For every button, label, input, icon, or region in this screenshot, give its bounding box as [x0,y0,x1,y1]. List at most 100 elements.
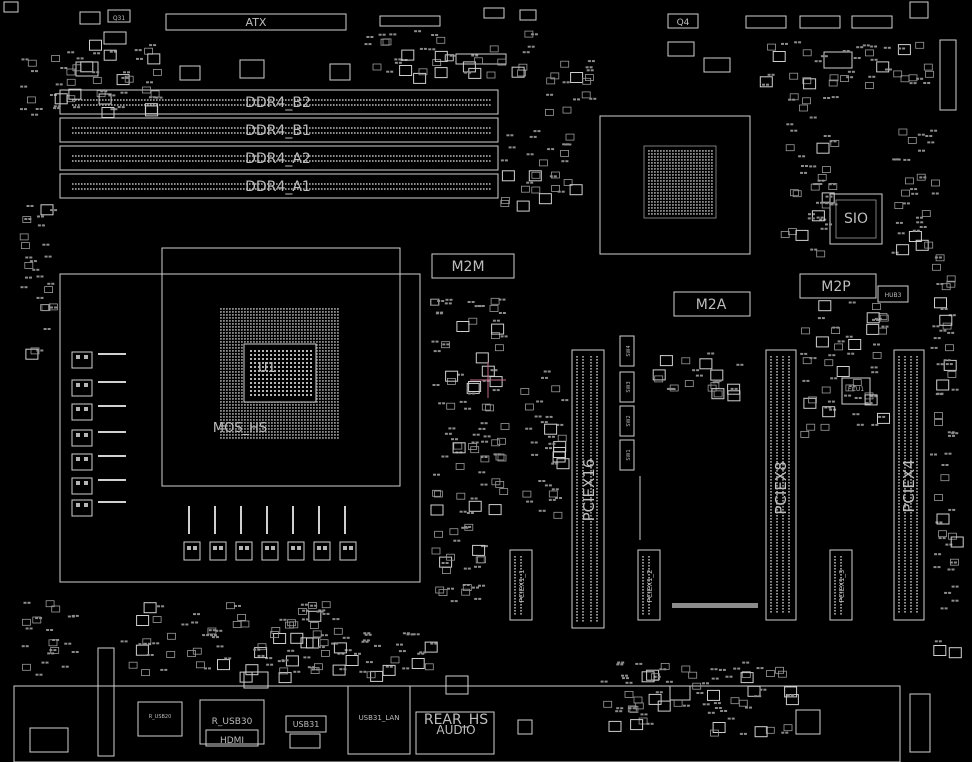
socket-pin [229,437,231,439]
pcie-pin [904,563,906,565]
socket-pin [280,437,282,439]
socket-pin [238,428,240,430]
pcie-pin [910,602,912,604]
rear-io-outline [13,685,901,762]
dimm-pin [438,132,440,134]
pcie-pin [776,395,778,397]
pcie-pin [910,449,912,451]
dimm-pin [162,183,164,185]
socket-inner-pad [302,374,304,376]
socket-pin [322,344,324,346]
chipset-ball [648,162,650,164]
socket-pin [322,389,324,391]
socket-pin [226,344,228,346]
smd-pad [53,105,57,108]
socket-pin [262,320,264,322]
socket-pin [223,311,225,313]
dimm-pin [180,160,182,162]
pcie-pin [770,536,772,538]
dimm-pin [357,188,359,190]
socket-inner-pad [282,394,284,396]
socket-pin [322,392,324,394]
socket-pin [226,329,228,331]
socket-pin [283,338,285,340]
socket-pin [298,314,300,316]
dimm-pin [84,188,86,190]
dimm-pin [306,160,308,162]
hdmi-label: HDMI [220,736,244,746]
dimm-pin [324,188,326,190]
pcie-pin [904,467,906,469]
component-outline [92,77,102,84]
dimm-pin [105,155,107,157]
socket-pin [325,365,327,367]
pcie-pin [910,368,912,370]
dimm-pin [147,132,149,134]
socket-pin [241,419,243,421]
socket-pin [274,335,276,337]
chipset-ball [708,204,710,206]
chipset-ball [678,165,680,167]
chipset-ball [696,159,698,161]
pcie-pin [582,503,584,505]
dimm-pin [270,188,272,190]
component-outline [144,47,154,55]
pcie-pin [898,422,900,424]
socket-pin [256,332,258,334]
dimm-pin [72,99,74,101]
pcie-pin [776,443,778,445]
chipset-ball [699,201,701,203]
chipset-ball [663,171,665,173]
dimm-pin [237,99,239,101]
chipset-ball [699,180,701,182]
socket-pin [286,413,288,415]
dimm-pin [240,104,242,106]
chipset-ball [666,213,668,215]
socket-pin [286,428,288,430]
chipset-ball [702,162,704,164]
socket-pin [226,416,228,418]
socket-pin [310,335,312,337]
pcie-pin [788,419,790,421]
socket-pin [241,395,243,397]
ddr4-b2-slot [59,89,499,115]
pcie-pin [582,437,584,439]
chipset-ball [648,177,650,179]
pcie-pin [904,485,906,487]
socket-pin [289,404,291,406]
smd-pad [140,57,143,60]
socket-pin [256,407,258,409]
socket-pin [292,308,294,310]
socket-pin [244,323,246,325]
socket-pin [226,338,228,340]
pcie-pin [916,356,918,358]
socket-pin [331,422,333,424]
socket-pin [331,395,333,397]
chipset-ball [648,168,650,170]
pcie-pin [788,521,790,523]
pcie-pin [910,557,912,559]
dimm-pin [318,104,320,106]
switch-column [619,335,641,540]
dimm-pin [144,160,146,162]
pcie-pin [590,545,592,547]
socket-inner-pad [250,386,252,388]
dimm-pin [444,155,446,157]
socket-pin [262,308,264,310]
dimm-pin [297,160,299,162]
dimm-pin [321,99,323,101]
chipset-ball [702,177,704,179]
dimm-pin [420,99,422,101]
socket-pin [271,434,273,436]
socket-pin [244,332,246,334]
dimm-pin [276,160,278,162]
dimm-pin [192,155,194,157]
pcie-pin [596,503,598,505]
pcie-pin [576,380,578,382]
pcie-pin [642,592,644,594]
socket-pin [292,419,294,421]
pcie-pin [916,599,918,601]
socket-pin [241,317,243,319]
socket-pin [274,341,276,343]
socket-inner-pad [278,390,280,392]
